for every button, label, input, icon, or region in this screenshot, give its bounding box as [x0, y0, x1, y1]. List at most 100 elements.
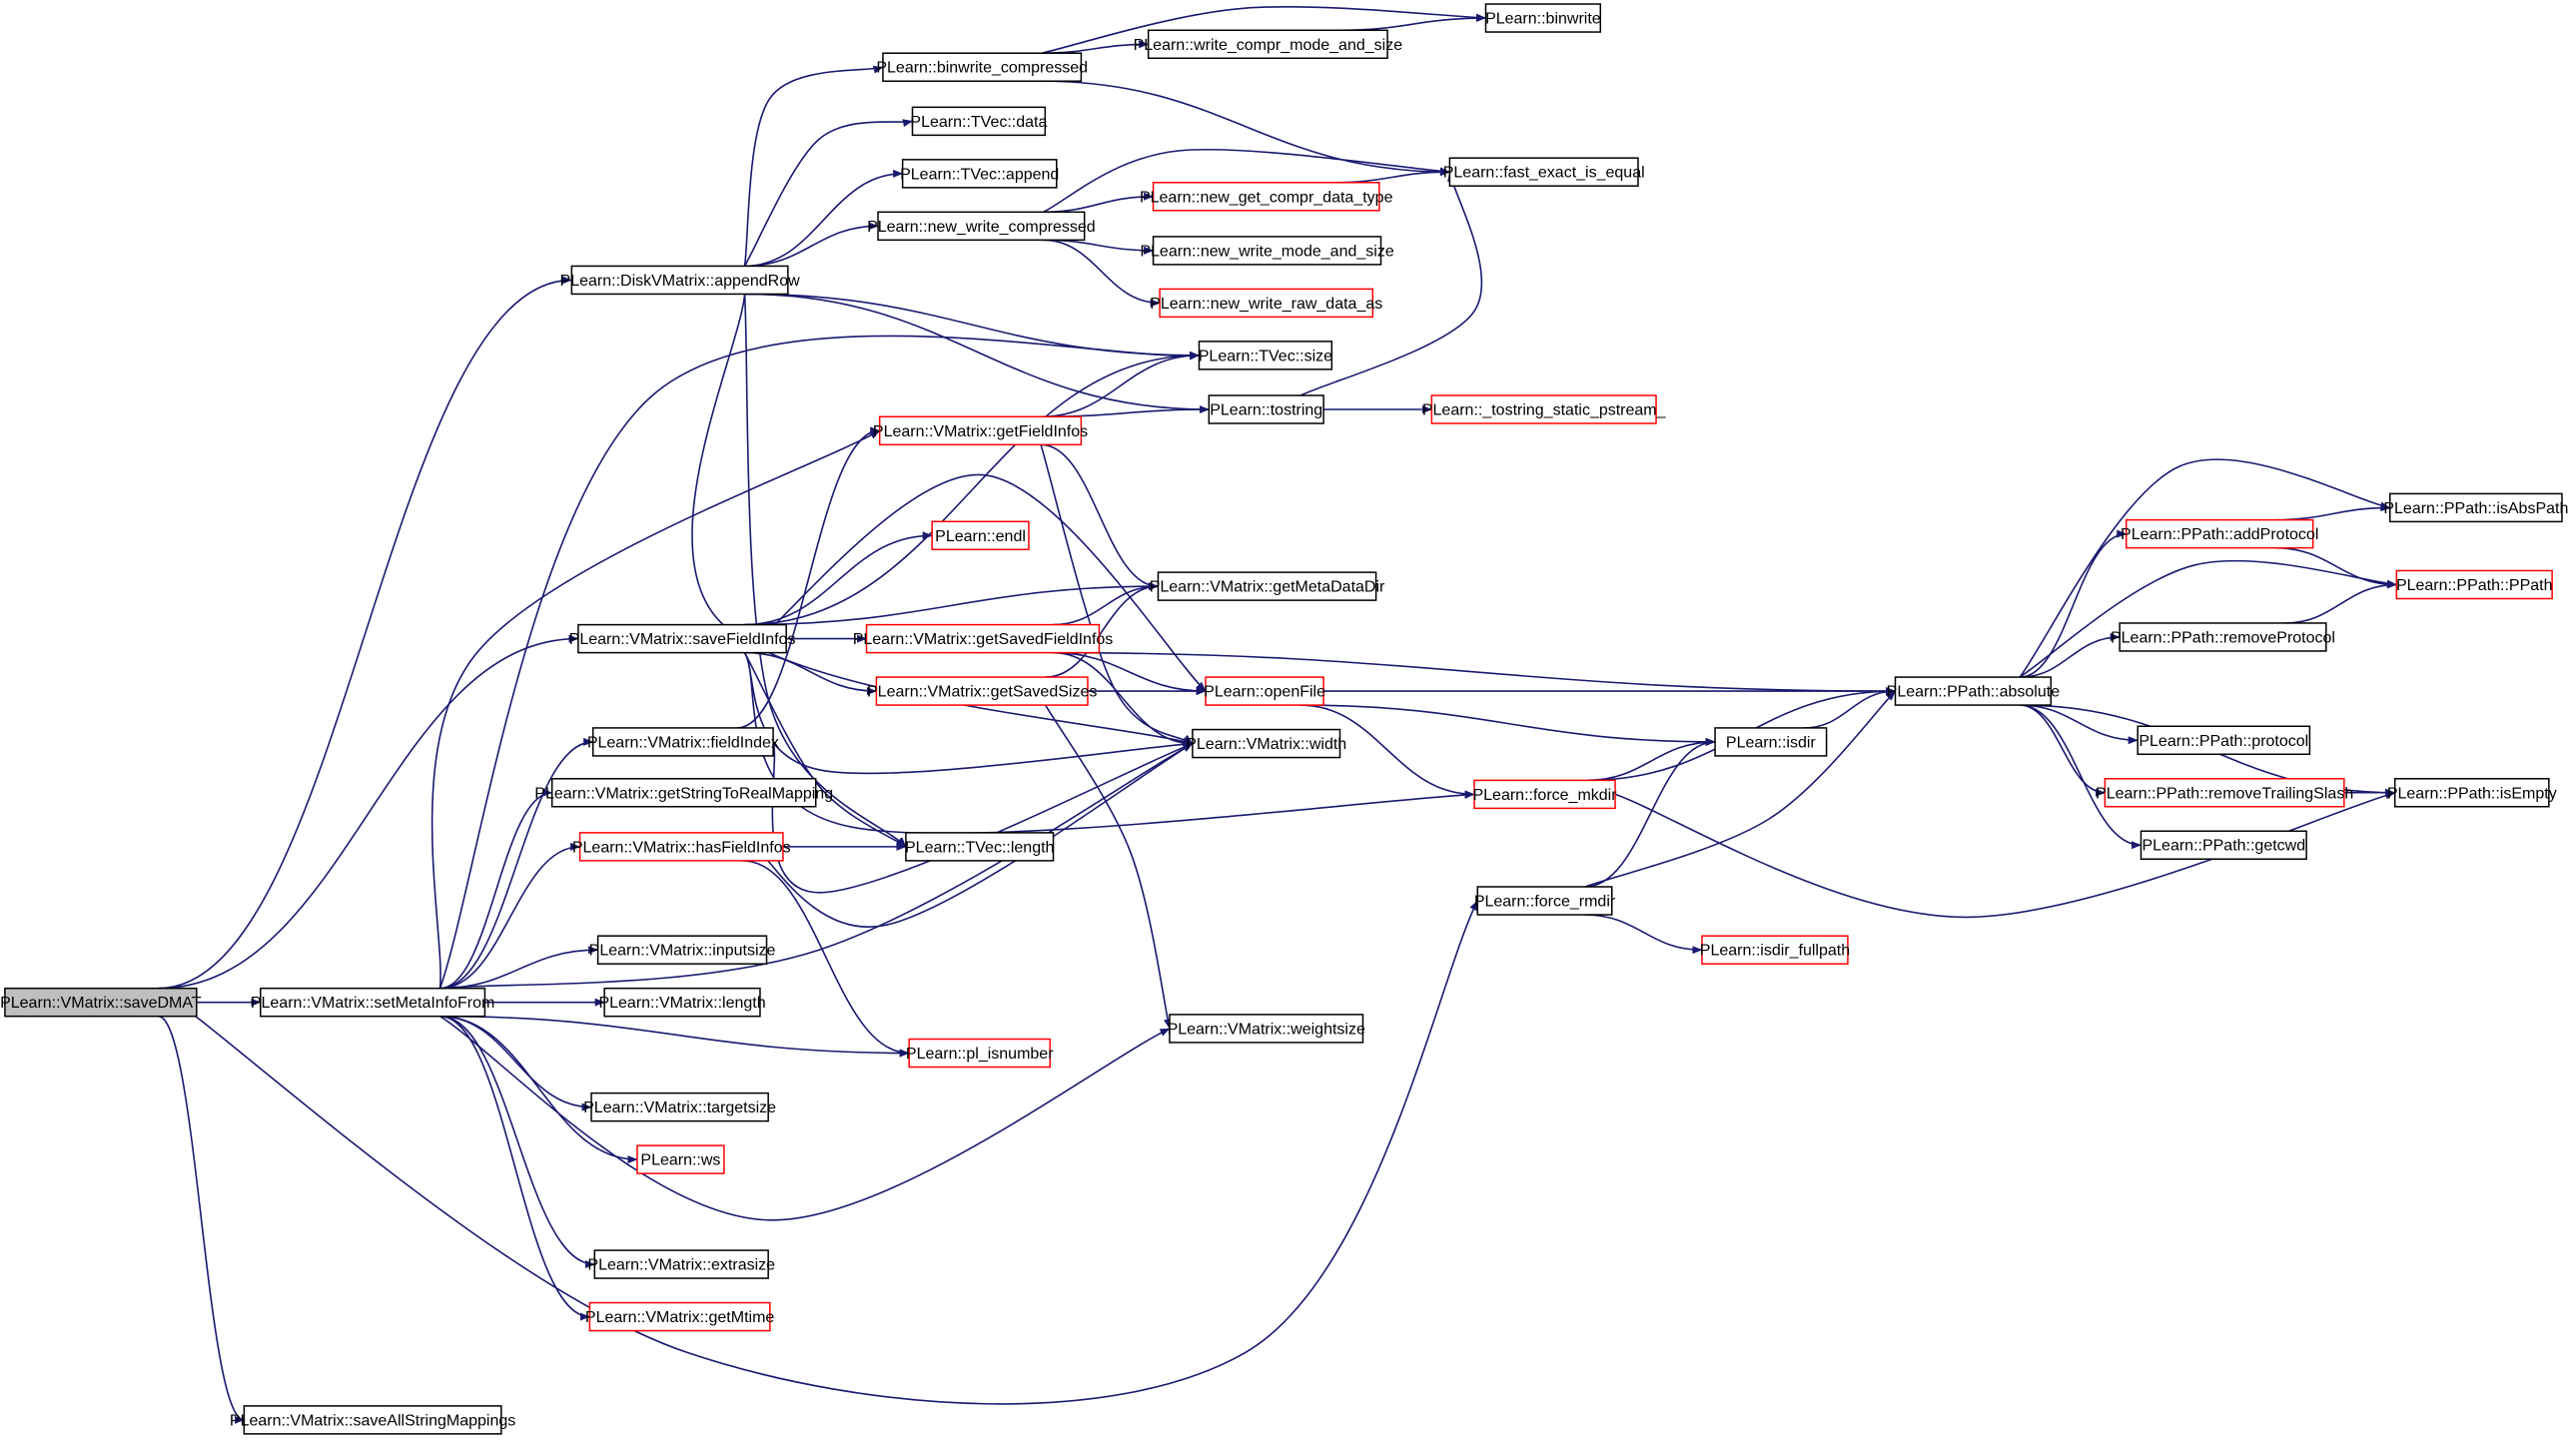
graph-node-new_write_raw_data_as[interactable]: PLearn::new_write_raw_data_as: [1150, 288, 1382, 319]
call-edge-openFile-to-force_mkdir: [1299, 704, 1475, 799]
node-label: PLearn::VMatrix::inputsize: [589, 943, 776, 960]
graph-node-getSavedFieldInfos[interactable]: PLearn::VMatrix::getSavedFieldInfos: [853, 623, 1114, 654]
graph-node-isdir[interactable]: PLearn::isdir: [1714, 727, 1828, 757]
node-box: [865, 623, 1101, 654]
graph-node-removeTrailingSlash[interactable]: PLearn::PPath::removeTrailingSlash: [2096, 778, 2353, 808]
graph-node-getMtime[interactable]: PLearn::VMatrix::getMtime: [585, 1301, 775, 1332]
graph-node-force_rmdir[interactable]: PLearn::force_rmdir: [1474, 886, 1616, 916]
graph-node-appendRow[interactable]: PLearn::DiskVMatrix::appendRow: [560, 265, 801, 296]
node-box: [1473, 779, 1616, 810]
node-label: PLearn::TVec::append: [900, 166, 1059, 183]
node-label: PLearn::openFile: [1204, 684, 1325, 701]
graph-node-tvec_append[interactable]: PLearn::TVec::append: [900, 159, 1059, 189]
node-label: PLearn::new_write_compressed: [867, 219, 1096, 236]
call-edge-saveDMAT-to-appendRow: [158, 276, 572, 990]
graph-node-isAbsPath[interactable]: PLearn::PPath::isAbsPath: [2383, 492, 2568, 523]
graph-node-weightsize[interactable]: PLearn::VMatrix::weightsize: [1168, 1014, 1365, 1044]
graph-node-addProtocol[interactable]: PLearn::PPath::addProtocol: [2121, 518, 2318, 549]
graph-node-protocol[interactable]: PLearn::PPath::protocol: [2137, 725, 2311, 756]
node-label: PLearn::VMatrix::hasFieldInfos: [572, 839, 791, 856]
graph-node-binwrite_compressed[interactable]: PLearn::binwrite_compressed: [876, 52, 1088, 82]
call-edge-addProtocol-to-ppath_ctor: [2275, 546, 2397, 589]
call-edge-setMetaInfoFrom-to-weightsize: [439, 1015, 1171, 1221]
graph-node-saveAllStringMappings[interactable]: PLearn::VMatrix::saveAllStringMappings: [230, 1405, 515, 1435]
graph-node-isEmpty[interactable]: PLearn::PPath::isEmpty: [2387, 778, 2557, 808]
node-box: [1152, 236, 1382, 266]
node-box: [2137, 725, 2311, 756]
node-box: [1169, 1014, 1364, 1044]
graph-node-getStringToRealMapping[interactable]: PLearn::VMatrix::getStringToRealMapping: [534, 778, 833, 808]
graph-node-binwrite[interactable]: PLearn::binwrite: [1484, 3, 1602, 33]
call-edge-absolute-to-removeTrailingSlash: [2020, 704, 2106, 797]
graph-node-absolute[interactable]: PLearn::PPath::absolute: [1887, 676, 2061, 706]
node-label: PLearn::pl_isnumber: [906, 1046, 1054, 1063]
graph-node-getMetaDataDir[interactable]: PLearn::VMatrix::getMetaDataDir: [1150, 571, 1385, 601]
call-edge-addProtocol-to-isAbsPath: [2275, 503, 2391, 521]
call-edge-getSavedFieldInfos-to-openFile: [1052, 651, 1207, 696]
node-box: [911, 106, 1047, 137]
node-box: [2393, 778, 2550, 808]
node-box: [603, 987, 761, 1018]
graph-node-endl[interactable]: PLearn::endl: [931, 520, 1030, 551]
graph-node-removeProtocol[interactable]: PLearn::PPath::removeProtocol: [2111, 622, 2335, 652]
graph-node-tvec_data[interactable]: PLearn::TVec::data: [910, 106, 1047, 137]
graph-node-extrasize[interactable]: PLearn::VMatrix::extrasize: [587, 1249, 775, 1279]
node-box: [1198, 341, 1333, 370]
node-label: PLearn::PPath::removeTrailingSlash: [2096, 785, 2353, 802]
graph-node-new_write_compressed[interactable]: PLearn::new_write_compressed: [867, 211, 1096, 242]
call-edge-openFile-to-isdir: [1299, 704, 1716, 746]
graph-node-write_compr_mode_and_size[interactable]: PLearn::write_compr_mode_and_size: [1134, 29, 1403, 60]
node-label: PLearn::TVec::length: [905, 839, 1054, 856]
graph-node-tostring[interactable]: PLearn::tostring: [1208, 394, 1324, 424]
graph-node-targetsize[interactable]: PLearn::VMatrix::targetsize: [583, 1091, 776, 1122]
call-edge-saveFieldInfos-to-getSavedSizes: [744, 651, 877, 696]
graph-node-width[interactable]: PLearn::VMatrix::width: [1186, 728, 1346, 759]
graph-node-setMetaInfoFrom[interactable]: PLearn::VMatrix::setMetaInfoFrom: [251, 987, 495, 1018]
call-edge-appendRow-to-binwrite_compressed: [743, 65, 884, 267]
graph-node-hasFieldInfos[interactable]: PLearn::VMatrix::hasFieldInfos: [572, 832, 791, 862]
node-box: [550, 778, 817, 808]
graph-node-new_write_mode_and_size[interactable]: PLearn::new_write_mode_and_size: [1140, 236, 1394, 266]
node-box: [1430, 394, 1657, 424]
node-label: PLearn::PPath::absolute: [1887, 684, 2061, 701]
graph-node-fieldIndex[interactable]: PLearn::VMatrix::fieldIndex: [587, 727, 779, 757]
node-box: [596, 935, 768, 965]
graph-node-getSavedSizes[interactable]: PLearn::VMatrix::getSavedSizes: [867, 676, 1097, 706]
call-edge-appendRow-to-tvec_size: [744, 293, 1200, 360]
graph-node-getFieldInfos[interactable]: PLearn::VMatrix::getFieldInfos: [873, 415, 1088, 446]
graph-node-inputsize[interactable]: PLearn::VMatrix::inputsize: [589, 935, 776, 965]
graph-node-tvec_length[interactable]: PLearn::TVec::length: [905, 832, 1054, 862]
graph-node-length[interactable]: PLearn::VMatrix::length: [598, 987, 766, 1018]
node-box: [1157, 571, 1377, 601]
call-edge-saveDMAT-to-saveAllStringMappings: [158, 1015, 245, 1424]
node-label: PLearn::VMatrix::saveDMAT: [0, 995, 202, 1012]
graph-node-saveDMAT[interactable]: PLearn::VMatrix::saveDMAT: [0, 987, 202, 1018]
graph-node-ppath_ctor[interactable]: PLearn::PPath::PPath: [2395, 569, 2553, 600]
call-edge-removeProtocol-to-ppath_ctor: [2284, 580, 2397, 624]
node-label: PLearn::new_write_raw_data_as: [1150, 296, 1382, 313]
node-label: PLearn::VMatrix::saveFieldInfos: [569, 631, 796, 648]
call-edge-getSavedFieldInfos-to-absolute: [1052, 651, 1896, 696]
node-box: [2389, 492, 2563, 523]
graph-node-tostring_static_pstream[interactable]: PLearn::_tostring_static_pstream_: [1422, 394, 1667, 424]
graph-node-force_mkdir[interactable]: PLearn::force_mkdir: [1472, 779, 1617, 810]
graph-node-isdir_fullpath[interactable]: PLearn::isdir_fullpath: [1700, 935, 1850, 965]
node-box: [877, 211, 1086, 242]
call-edge-new_write_compressed-to-fast_exact_is_equal: [1043, 148, 1450, 214]
edge-layer: [157, 5, 2397, 1424]
graph-node-fast_exact_is_equal[interactable]: PLearn::fast_exact_is_equal: [1443, 157, 1645, 187]
graph-node-pl_isnumber[interactable]: PLearn::pl_isnumber: [906, 1038, 1054, 1069]
graph-node-openFile[interactable]: PLearn::openFile: [1204, 676, 1325, 706]
node-box: [2395, 569, 2553, 600]
graph-node-tvec_size[interactable]: PLearn::TVec::size: [1198, 341, 1333, 370]
graph-node-ws[interactable]: PLearn::ws: [636, 1144, 725, 1174]
graph-node-saveFieldInfos[interactable]: PLearn::VMatrix::saveFieldInfos: [569, 623, 796, 654]
node-label: PLearn::PPath::isEmpty: [2387, 785, 2557, 802]
node-label: PLearn::PPath::isAbsPath: [2383, 500, 2568, 517]
graph-node-getcwd[interactable]: PLearn::PPath::getcwd: [2140, 830, 2307, 860]
node-box: [588, 1301, 771, 1332]
graph-node-new_get_compr_data_type[interactable]: PLearn::new_get_compr_data_type: [1140, 182, 1393, 212]
node-label: PLearn::force_rmdir: [1474, 894, 1616, 911]
node-label: PLearn::fast_exact_is_equal: [1443, 165, 1645, 182]
